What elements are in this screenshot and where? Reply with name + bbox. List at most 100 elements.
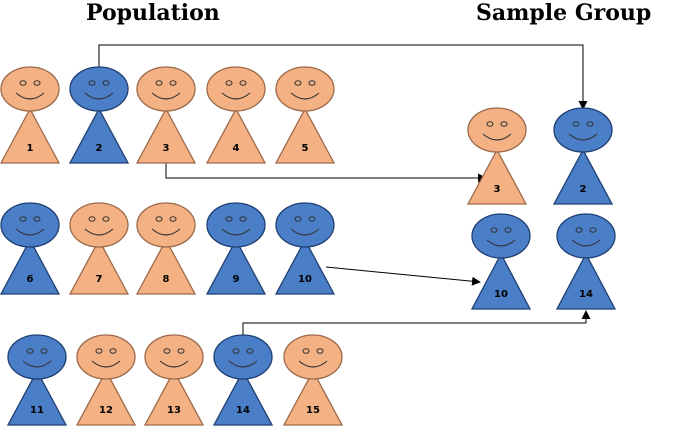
body-triangle <box>274 238 336 295</box>
left-eye-icon <box>19 80 27 86</box>
head-circle <box>471 213 531 259</box>
population-figure-13: 13 <box>143 334 205 426</box>
smile-icon <box>482 133 512 141</box>
figure-number: 15 <box>306 405 320 416</box>
body-triangle <box>135 238 197 295</box>
population-figure-14: 14 <box>212 334 274 426</box>
figure-number: 9 <box>233 274 240 285</box>
smile-icon <box>159 360 189 368</box>
smile-icon <box>290 228 320 236</box>
smile-icon <box>228 360 258 368</box>
right-eye-icon <box>246 348 254 354</box>
population-figure-15: 15 <box>282 334 344 426</box>
sample-figure-14: 14 <box>555 213 617 310</box>
population-figure-4: 4 <box>205 66 267 164</box>
figure-number: 7 <box>96 274 103 285</box>
population-title: Population <box>86 0 220 26</box>
sample-figure-2: 2 <box>552 107 614 205</box>
population-figure-5: 5 <box>274 66 336 164</box>
figure-number: 8 <box>163 274 170 285</box>
smile-icon <box>151 92 181 100</box>
left-eye-icon <box>19 216 27 222</box>
left-eye-icon <box>294 80 302 86</box>
head-circle <box>7 334 67 380</box>
head-circle <box>0 202 60 248</box>
arrow-14-to-sample <box>242 310 591 335</box>
left-eye-icon <box>232 348 240 354</box>
head-circle <box>69 66 129 112</box>
right-eye-icon <box>308 80 316 86</box>
smile-icon <box>15 228 45 236</box>
figure-number: 1 <box>27 143 34 154</box>
right-eye-icon <box>308 216 316 222</box>
right-eye-icon <box>239 216 247 222</box>
left-eye-icon <box>88 216 96 222</box>
body-triangle <box>466 148 528 205</box>
sample-figure-10: 10 <box>470 213 532 310</box>
figure-number: 10 <box>298 274 312 285</box>
figure-number: 14 <box>579 289 593 300</box>
figure-number: 4 <box>233 143 240 154</box>
arrow-2-to-sample <box>98 44 588 110</box>
smile-icon <box>221 228 251 236</box>
head-circle <box>275 202 335 248</box>
right-eye-icon <box>586 121 594 127</box>
head-circle <box>213 334 273 380</box>
head-circle <box>0 66 60 112</box>
head-circle <box>467 107 527 153</box>
body-triangle <box>68 238 130 295</box>
body-triangle <box>205 238 267 295</box>
right-eye-icon <box>316 348 324 354</box>
head-circle <box>76 334 136 380</box>
body-triangle <box>0 107 61 164</box>
left-eye-icon <box>302 348 310 354</box>
head-circle <box>69 202 129 248</box>
left-eye-icon <box>575 227 583 233</box>
selection-arrows <box>98 44 591 335</box>
right-eye-icon <box>169 216 177 222</box>
figure-number: 12 <box>99 405 113 416</box>
smile-icon <box>571 239 601 247</box>
figure-number: 11 <box>30 405 44 416</box>
smile-icon <box>298 360 328 368</box>
left-eye-icon <box>572 121 580 127</box>
body-triangle <box>205 107 267 164</box>
population-figure-3: 3 <box>135 66 197 164</box>
figure-number: 13 <box>167 405 181 416</box>
body-triangle <box>0 238 61 295</box>
smile-icon <box>84 228 114 236</box>
body-triangle <box>212 369 274 426</box>
left-eye-icon <box>225 80 233 86</box>
left-eye-icon <box>26 348 34 354</box>
figure-number: 14 <box>236 405 250 416</box>
arrow-10-to-sample <box>325 266 481 286</box>
smile-icon <box>84 92 114 100</box>
left-eye-icon <box>155 216 163 222</box>
right-eye-icon <box>239 80 247 86</box>
head-circle <box>136 66 196 112</box>
right-eye-icon <box>40 348 48 354</box>
figure-number: 3 <box>163 143 170 154</box>
population-figure-7: 7 <box>68 202 130 295</box>
left-eye-icon <box>155 80 163 86</box>
body-triangle <box>75 369 137 426</box>
right-eye-icon <box>589 227 597 233</box>
head-circle <box>275 66 335 112</box>
figure-number: 2 <box>96 143 103 154</box>
population-figure-11: 11 <box>6 334 68 426</box>
sample-figure-3: 3 <box>466 107 528 205</box>
right-eye-icon <box>177 348 185 354</box>
head-circle <box>283 334 343 380</box>
body-triangle <box>143 369 205 426</box>
left-eye-icon <box>225 216 233 222</box>
body-triangle <box>6 369 68 426</box>
right-eye-icon <box>102 216 110 222</box>
smile-icon <box>221 92 251 100</box>
left-eye-icon <box>95 348 103 354</box>
head-circle <box>553 107 613 153</box>
head-circle <box>556 213 616 259</box>
population-figure-6: 6 <box>0 202 61 295</box>
population-figure-1: 1 <box>0 66 61 164</box>
